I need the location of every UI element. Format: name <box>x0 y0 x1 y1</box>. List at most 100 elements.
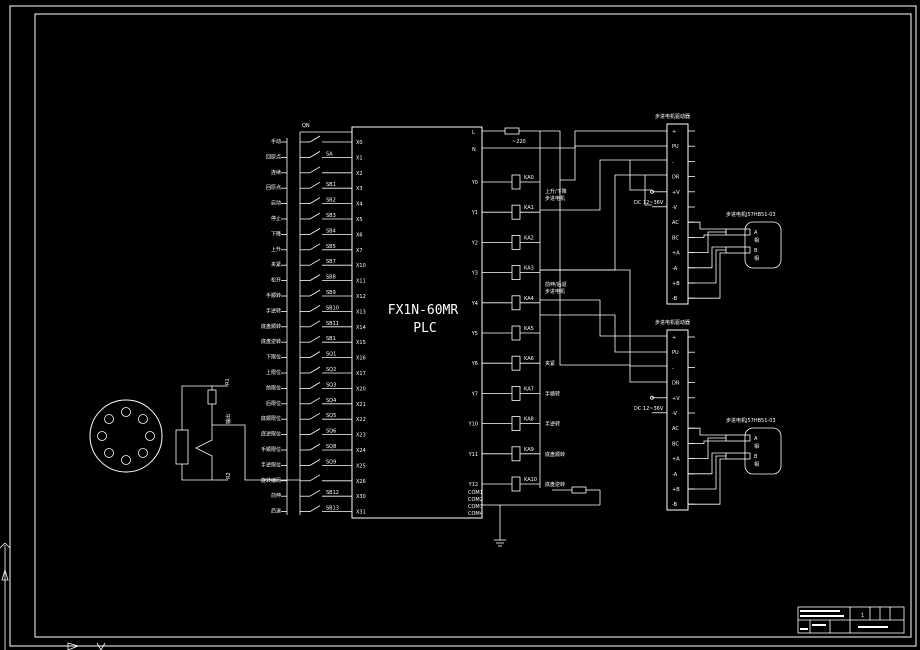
relay-coil <box>511 355 521 371</box>
encoder-hole <box>138 448 148 458</box>
motor-wire <box>688 455 726 490</box>
stepper-motor <box>744 427 782 475</box>
stepper-motor <box>744 221 782 269</box>
encoder-hole <box>104 448 114 458</box>
plc-input-terminal: X16 <box>356 356 366 362</box>
driver-pin: +A <box>672 457 680 463</box>
encoder-hole <box>121 407 131 417</box>
input-label: 后限位 <box>266 400 281 407</box>
motor-wire <box>688 246 726 269</box>
motor-wire <box>688 452 726 475</box>
motor-wire <box>688 437 726 460</box>
switch-id: SB2 <box>326 198 336 204</box>
encoder-hole <box>97 431 107 441</box>
relay-coil <box>511 416 521 432</box>
plc-output-terminal: Y6 <box>471 361 478 367</box>
contact-blade <box>309 258 321 266</box>
input-label: 停止 <box>271 215 281 222</box>
driver-pin: -B <box>672 502 678 508</box>
contact-blade <box>309 274 321 281</box>
motor-wire <box>688 458 726 505</box>
contact-blade <box>309 151 321 158</box>
output-rows: Y0KA0Y1KA1Y2KA2Y3KA3Y4KA4Y5KA5Y6KA6夹紧Y7K… <box>468 174 565 492</box>
switch-id: SB13 <box>326 506 339 512</box>
contact-blade <box>309 489 321 497</box>
contact-blade <box>309 443 321 451</box>
relay-coil <box>511 476 521 492</box>
plc-block <box>351 126 483 519</box>
input-label: 下降 <box>271 230 281 237</box>
power-switch-label: QN <box>302 123 310 129</box>
plc-input-terminal: X14 <box>356 325 366 331</box>
reach-note-2: 步进电机 <box>545 288 565 295</box>
plc-input-terminal: X23 <box>356 433 366 439</box>
plc-sub: PLC <box>413 321 436 336</box>
relay-id: KA2 <box>524 235 534 241</box>
input-label: 后退 <box>271 508 281 515</box>
contact-blade <box>309 351 321 358</box>
switch-id: SB7 <box>326 259 336 265</box>
output-desc: 夹紧 <box>545 360 555 367</box>
input-label: 底逆限位 <box>261 431 281 438</box>
contact-blade <box>309 243 321 251</box>
relay-coil <box>511 174 521 190</box>
driver-title: 步进电机驱动器 <box>655 113 690 120</box>
plc-input-terminal: X4 <box>356 202 363 208</box>
output-desc: 底盘顺转 <box>545 451 565 458</box>
switch-id: SB1 <box>326 182 336 188</box>
plc-input-terminal: X2 <box>356 171 363 177</box>
plc-input-terminal: X17 <box>356 371 366 377</box>
encoder-hole <box>138 414 148 424</box>
phase-a-label: A <box>754 230 758 236</box>
winding-b <box>725 246 751 254</box>
winding-b <box>725 452 751 460</box>
input-label: 回原点 <box>266 154 281 160</box>
driver-pin: +B <box>672 281 680 287</box>
motor-wire <box>688 440 726 444</box>
contact-blade <box>309 197 321 204</box>
phase-b-label: B <box>754 454 758 460</box>
contact-blade <box>309 412 321 420</box>
reach-note-1: 前伸/后退 <box>545 281 567 288</box>
phase-a-label: A <box>754 436 758 442</box>
plc-output-terminal: Y7 <box>471 391 478 397</box>
plc-output-terminal: Y11 <box>468 452 478 458</box>
encoder-r-bot: R2 <box>226 472 232 479</box>
contact-blade <box>309 320 321 328</box>
relay-coil <box>511 295 521 311</box>
motor-wire <box>688 234 726 238</box>
driver-box <box>666 329 689 511</box>
driver-pin: -B <box>672 296 678 302</box>
input-label: 上限位 <box>266 369 281 376</box>
plc-input-terminal: X13 <box>356 309 366 315</box>
relay-coil <box>511 234 521 250</box>
input-label: 启动 <box>271 200 281 207</box>
title-block <box>797 606 905 634</box>
driver-pin: BC <box>672 235 679 241</box>
driver-pin: DR <box>672 381 680 387</box>
driver-pin: -V <box>672 205 678 211</box>
contact-blade <box>309 181 321 189</box>
contact-blade <box>309 397 321 405</box>
phase-b-label: B <box>754 248 758 254</box>
switch-id: SQ1 <box>326 352 336 358</box>
encoder-circuit <box>175 385 300 481</box>
switch-id: SB3 <box>326 213 336 219</box>
driver-pin: +V <box>672 190 680 196</box>
input-label: 下限位 <box>266 354 281 361</box>
